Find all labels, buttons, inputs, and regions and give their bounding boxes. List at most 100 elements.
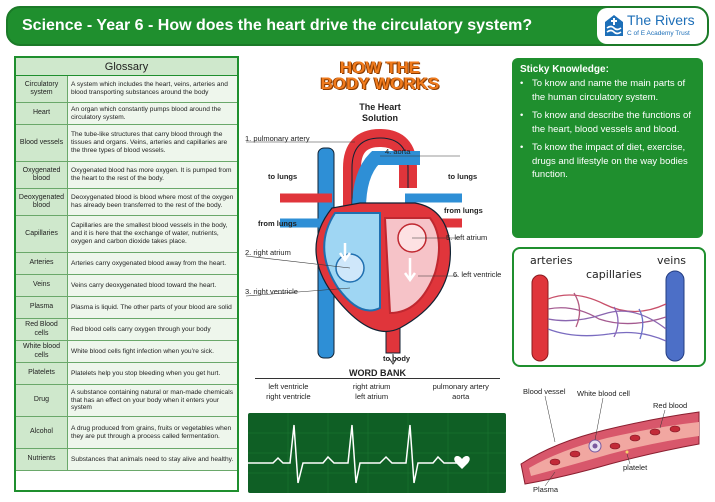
glossary-term: Blood vessels [16, 125, 68, 161]
label-from-lungs-right: from lungs [444, 206, 483, 215]
blood-components-illustration: Blood vessel White blood cell Red blood … [515, 382, 705, 496]
diagram-subtitle-line-1: The Heart [359, 102, 401, 112]
word-bank-item: aorta [452, 392, 470, 401]
label-white-blood-cell: White blood cell [577, 389, 630, 398]
glossary-definition: Plasma is liquid. The other parts of you… [68, 297, 237, 318]
heart-diagram [245, 128, 462, 365]
glossary-definition: Capillaries are the smallest blood vesse… [68, 216, 237, 252]
how-the-body-works-logo: HOW THE BODY WORKS [320, 58, 440, 92]
vessels-illustration: arteries capillaries veins [512, 247, 706, 367]
platelet-icon [625, 450, 629, 454]
glossary-definition: Substances that animals need to stay ali… [68, 449, 237, 470]
glossary-definition: An organ which constantly pumps blood ar… [68, 103, 237, 124]
word-bank-item: left ventricle [268, 382, 309, 391]
heart-icon [454, 456, 470, 469]
glossary-term: Arteries [16, 253, 68, 274]
sticky-knowledge-title: Sticky Knowledge: [520, 64, 609, 75]
heartbeat-line-icon [248, 413, 506, 493]
bullet-icon: • [520, 110, 524, 121]
word-bank-col-2: right atrium left atrium [353, 382, 391, 402]
label-pulmonary-artery: 1. pulmonary artery [245, 134, 310, 143]
word-bank-item: left atrium [355, 392, 389, 401]
blood-vessel-drawing: Blood vessel White blood cell Red blood … [520, 387, 700, 494]
glossary-term: Heart [16, 103, 68, 124]
bullet-icon: • [520, 78, 524, 89]
label-from-lungs-left: from lungs [258, 219, 297, 228]
label-platelet: platelet [623, 463, 648, 472]
label-red-blood: Red blood [653, 401, 687, 410]
logo-name: The Rivers [627, 12, 695, 28]
glossary-term: Drug [16, 385, 68, 416]
glossary-definition: A substance containing natural or man-ma… [68, 385, 237, 416]
label-to-lungs-right: to lungs [448, 172, 478, 181]
glossary-definition: Oxygenated blood has more oxygen. It is … [68, 162, 237, 188]
diagram-subtitle-line-2: Solution [362, 113, 398, 123]
vessels-drawing: arteries capillaries veins [530, 254, 686, 362]
page-header: Science - Year 6 - How does the heart dr… [6, 6, 709, 46]
logo-line-1: HOW THE [339, 58, 421, 77]
glossary-title: Glossary [16, 58, 237, 76]
glossary-definition: Platelets help you stop bleeding when yo… [68, 363, 237, 384]
ecg-image [248, 413, 506, 493]
sticky-knowledge-item: •To know and describe the functions of t… [520, 110, 691, 135]
sticky-knowledge-panel: Sticky Knowledge: •To know and name the … [512, 58, 703, 238]
glossary-term: Oxygenated blood [16, 162, 68, 188]
glossary-definition: A system which includes the heart, veins… [68, 76, 237, 102]
label-arteries: arteries [530, 254, 573, 267]
rivers-logo-icon [605, 15, 623, 36]
word-bank-item: pulmonary artery [432, 382, 489, 391]
label-left-atrium: 5. left atrium [446, 233, 488, 242]
artery-icon [531, 274, 549, 362]
glossary-term: Platelets [16, 363, 68, 384]
glossary-definition: Arteries carry oxygenated blood away fro… [68, 253, 237, 274]
word-bank-item: right ventricle [266, 392, 311, 401]
red-blood-cells-icon [549, 425, 681, 466]
glossary-term: Veins [16, 275, 68, 296]
glossary-term: Nutrients [16, 449, 68, 470]
glossary-term: Deoxygenated blood [16, 189, 68, 215]
glossary-term: Capillaries [16, 216, 68, 252]
word-bank: WORD BANK left ventricle right ventricle… [245, 368, 510, 406]
page-title: Science - Year 6 - How does the heart dr… [22, 17, 533, 34]
diagram-subtitle: The Heart Solution [340, 102, 420, 124]
label-capillaries: capillaries [586, 268, 642, 281]
glossary-term: Plasma [16, 297, 68, 318]
label-to-lungs-left: to lungs [268, 172, 298, 181]
label-right-atrium: 2. right atrium [245, 248, 291, 257]
logo-subtitle: C of E Academy Trust [627, 30, 690, 37]
sticky-knowledge-item: •To know the impact of diet, exercise, d… [520, 142, 688, 180]
label-left-ventricle: 6. left ventricle [453, 270, 502, 279]
bullet-icon: • [520, 142, 524, 153]
glossary-definition: Deoxygenated blood is blood where most o… [68, 189, 237, 215]
label-blood-vessel: Blood vessel [523, 387, 566, 396]
label-aorta: 4. aorta [385, 147, 411, 156]
glossary-definition: A drug produced from grains, fruits or v… [68, 417, 237, 448]
glossary-term: Circulatory system [16, 76, 68, 102]
label-plasma: Plasma [533, 485, 559, 494]
glossary-term: Red Blood cells [16, 319, 68, 340]
sticky-knowledge-item: •To know and name the main parts of the … [520, 78, 686, 103]
label-veins: veins [657, 254, 686, 267]
glossary-definition: White blood cells fight infection when y… [68, 341, 237, 362]
glossary-definition: The tube-like structures that carry bloo… [68, 125, 237, 161]
word-bank-item: right atrium [352, 382, 391, 391]
word-bank-title: WORD BANK [255, 368, 500, 379]
glossary-definition: Veins carry deoxygenated blood toward th… [68, 275, 237, 296]
label-right-ventricle: 3. right ventricle [245, 287, 298, 296]
